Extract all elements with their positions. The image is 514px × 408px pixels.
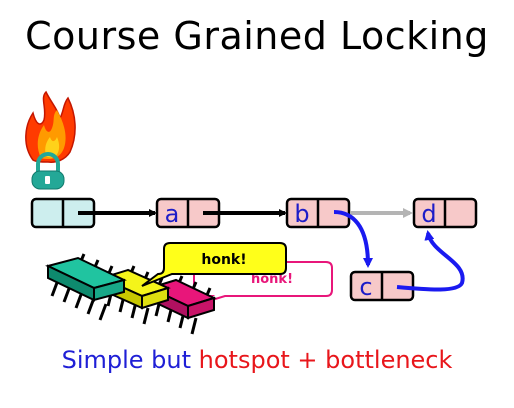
list-node-a: a — [155, 197, 221, 229]
list-node-d: d — [412, 197, 478, 229]
caption-highlight: hotspot + bottleneck — [198, 346, 453, 374]
list-node-b: b — [285, 197, 351, 229]
caption-plain: Simple but — [61, 346, 199, 374]
list-node-head — [30, 197, 96, 229]
fire-icon — [25, 90, 76, 163]
node-label: c — [359, 273, 372, 301]
thread-chip-icon — [45, 253, 127, 321]
node-label: b — [294, 200, 309, 228]
slide-title: Course Grained Locking — [25, 14, 489, 58]
link-c-to-d — [396, 230, 465, 292]
speech-bubble-front: honk! — [141, 242, 287, 287]
slide-caption: Simple but hotspot + bottleneck — [0, 346, 514, 374]
list-node-c: c — [349, 270, 415, 302]
node-label: a — [165, 200, 180, 228]
node-label: d — [421, 200, 436, 228]
lock-icon — [31, 152, 65, 190]
svg-text:honk!: honk! — [201, 252, 246, 268]
svg-text:honk!: honk! — [251, 272, 293, 287]
link-b-to-c — [333, 210, 373, 268]
